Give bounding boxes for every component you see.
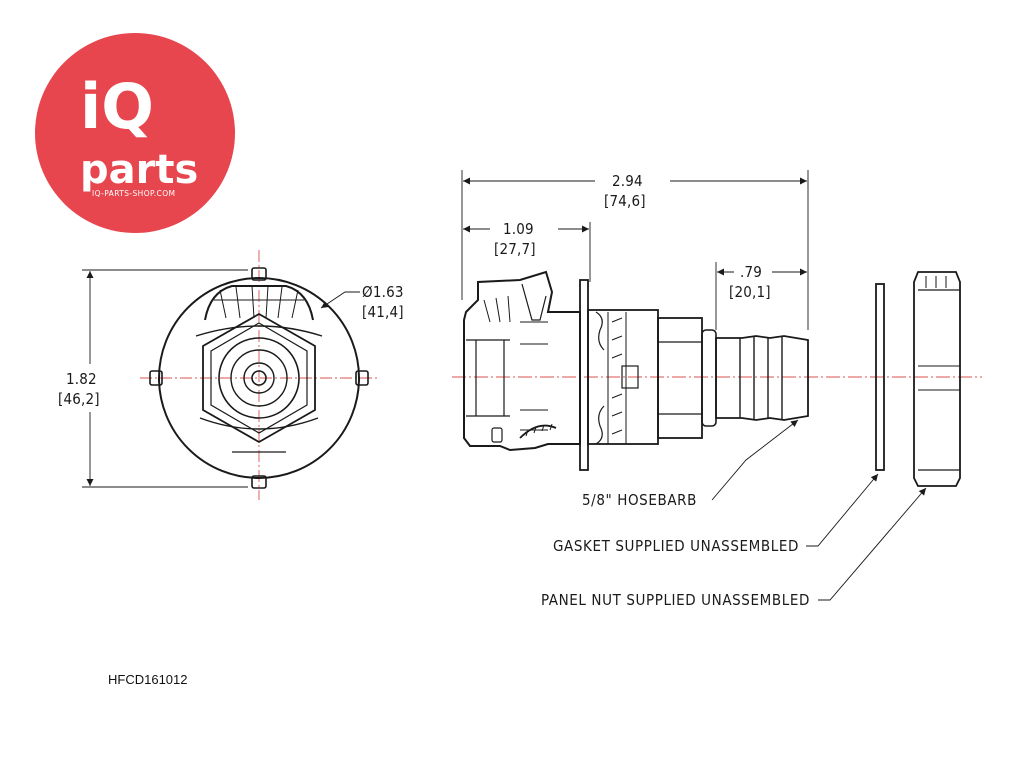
side-hosebarb [715, 335, 809, 421]
barb-length-mm-label: [20,1] [729, 283, 771, 301]
iq-parts-logo: iQ parts IQ-PARTS-SHOP.COM [35, 33, 235, 233]
hosebarb-callout: 5/8" HOSEBARB [582, 491, 697, 509]
gasket-callout: GASKET SUPPLIED UNASSEMBLED [553, 537, 799, 555]
gasket-leader [806, 473, 879, 547]
part-number: HFCD161012 [108, 672, 188, 687]
side-flange [579, 279, 589, 471]
overall-length-label: 2.94 [612, 172, 643, 190]
front-flange-circle [158, 277, 360, 479]
front-diameter-dim-mm-label: [41,4] [362, 303, 404, 321]
front-view [82, 250, 378, 500]
logo-brand-bottom: parts [80, 147, 198, 193]
side-view [452, 170, 982, 601]
front-bore-core [251, 370, 267, 386]
front-outer-hex [202, 312, 316, 444]
front-bore-outer [218, 337, 300, 419]
front-inner-hex [210, 322, 308, 434]
front-tab-right [355, 370, 369, 386]
logo-website: IQ-PARTS-SHOP.COM [92, 189, 175, 198]
front-tab-left [149, 370, 163, 386]
coupling-length-mm-label: [27,7] [494, 240, 536, 258]
overall-length-mm-label: [74,6] [604, 192, 646, 210]
panel-nut-callout: PANEL NUT SUPPLIED UNASSEMBLED [541, 591, 810, 609]
logo-brand-top: iQ [80, 70, 154, 143]
front-diameter-leader [320, 291, 360, 309]
hosebarb-leader [711, 419, 799, 501]
side-latch-button [519, 424, 557, 439]
front-diameter-dim-label: Ø1.63 [362, 283, 404, 301]
front-bore-mid [230, 349, 288, 407]
side-panel-nut [913, 271, 961, 487]
coupling-length-label: 1.09 [503, 220, 534, 238]
front-tab-bottom [251, 475, 267, 489]
logo-circle [35, 33, 235, 233]
side-neck [701, 329, 717, 427]
side-coupling-body [463, 270, 581, 452]
front-bore-inner [243, 362, 275, 394]
side-gasket [875, 283, 885, 471]
panel-nut-leader [818, 487, 927, 601]
front-latch-housing [204, 285, 314, 321]
barb-length-label: .79 [740, 263, 762, 281]
side-body-hex [657, 317, 703, 439]
front-tab-top [251, 267, 267, 281]
front-height-dim-label: 1.82 [66, 370, 97, 388]
front-height-dim-mm-label: [46,2] [58, 390, 100, 408]
